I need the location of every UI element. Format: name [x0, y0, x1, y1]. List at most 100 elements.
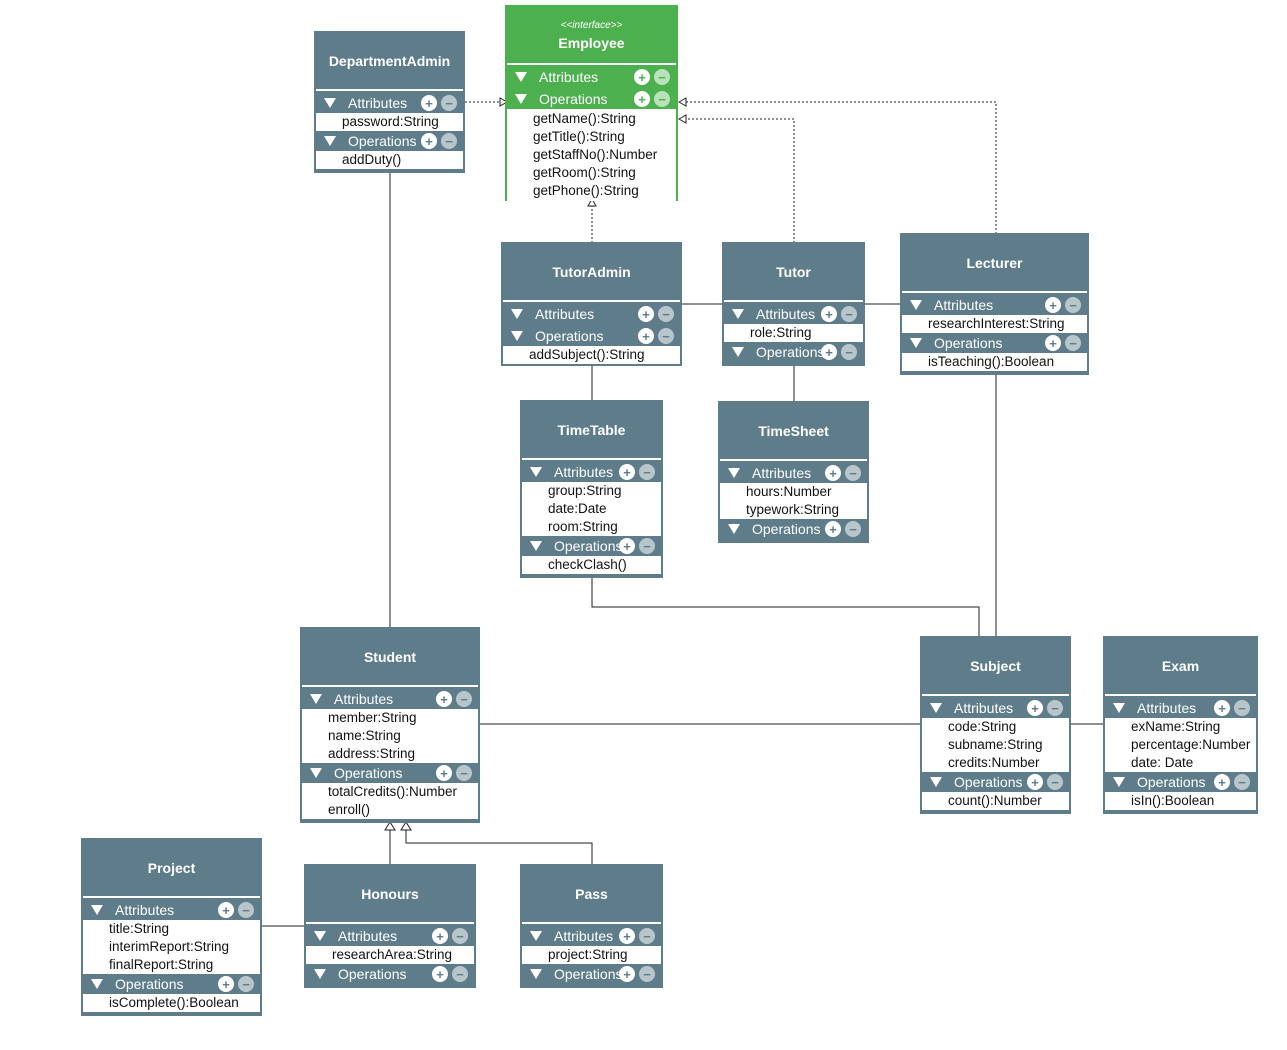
- collapse-toggle-icon[interactable]: [530, 467, 542, 477]
- class-timetable[interactable]: TimeTable Attributes +− group:String dat…: [520, 400, 663, 578]
- remove-operation-icon[interactable]: −: [441, 133, 457, 149]
- add-attribute-icon[interactable]: +: [1214, 700, 1230, 716]
- collapse-toggle-icon[interactable]: [91, 905, 103, 915]
- operation-item[interactable]: isComplete():Boolean: [109, 995, 239, 1010]
- attribute-item[interactable]: name:String: [328, 728, 401, 743]
- add-attribute-icon[interactable]: +: [825, 465, 841, 481]
- attribute-item[interactable]: researchArea:String: [332, 947, 453, 962]
- operations-section[interactable]: Operations +−: [720, 519, 867, 539]
- remove-operation-icon[interactable]: −: [1065, 335, 1081, 351]
- class-departmentadmin[interactable]: DepartmentAdmin Attributes +− password:S…: [314, 31, 465, 173]
- remove-attribute-icon[interactable]: −: [639, 464, 655, 480]
- operation-item[interactable]: isIn():Boolean: [1131, 793, 1215, 808]
- attribute-item[interactable]: role:String: [750, 325, 812, 340]
- collapse-toggle-icon[interactable]: [530, 541, 542, 551]
- add-attribute-icon[interactable]: +: [436, 691, 452, 707]
- operations-section[interactable]: Operations +−: [922, 772, 1069, 792]
- class-lecturer[interactable]: Lecturer Attributes +− researchInterest:…: [900, 233, 1089, 375]
- remove-operation-icon[interactable]: −: [841, 344, 857, 360]
- add-operation-icon[interactable]: +: [1214, 774, 1230, 790]
- class-header[interactable]: Pass: [522, 866, 661, 924]
- collapse-toggle-icon[interactable]: [930, 777, 942, 787]
- attribute-item[interactable]: date:Date: [548, 501, 607, 516]
- collapse-toggle-icon[interactable]: [314, 969, 326, 979]
- attribute-item[interactable]: address:String: [328, 746, 416, 761]
- collapse-toggle-icon[interactable]: [728, 524, 740, 534]
- remove-operation-icon[interactable]: −: [639, 966, 655, 982]
- attributes-section[interactable]: Attributes +−: [83, 900, 260, 920]
- add-attribute-icon[interactable]: +: [432, 928, 448, 944]
- attributes-section[interactable]: Attributes +−: [1105, 698, 1256, 718]
- attribute-item[interactable]: finalReport:String: [109, 957, 214, 972]
- add-attribute-icon[interactable]: +: [634, 69, 650, 85]
- attributes-section[interactable]: Attributes +−: [902, 295, 1087, 315]
- add-attribute-icon[interactable]: +: [218, 902, 234, 918]
- class-student[interactable]: Student Attributes +− member:String name…: [300, 627, 480, 823]
- attributes-section[interactable]: Attributes +−: [720, 463, 867, 483]
- class-pass[interactable]: Pass Attributes +− project:String Operat…: [520, 864, 663, 988]
- collapse-toggle-icon[interactable]: [732, 309, 744, 319]
- class-exam[interactable]: Exam Attributes +− exName:String percent…: [1103, 636, 1258, 814]
- attributes-section[interactable]: Attributes +−: [316, 93, 463, 113]
- attribute-item[interactable]: group:String: [548, 483, 622, 498]
- attributes-section[interactable]: Attributes +−: [922, 698, 1069, 718]
- add-attribute-icon[interactable]: +: [619, 464, 635, 480]
- collapse-toggle-icon[interactable]: [530, 969, 542, 979]
- remove-operation-icon[interactable]: −: [1047, 774, 1063, 790]
- remove-attribute-icon[interactable]: −: [1047, 700, 1063, 716]
- collapse-toggle-icon[interactable]: [515, 94, 527, 104]
- class-header[interactable]: Subject: [922, 638, 1069, 696]
- attribute-item[interactable]: subname:String: [948, 737, 1043, 752]
- add-operation-icon[interactable]: +: [619, 966, 635, 982]
- class-header[interactable]: Student: [302, 629, 478, 687]
- attributes-section[interactable]: Attributes +−: [522, 462, 661, 482]
- operation-item[interactable]: enroll(): [328, 802, 371, 817]
- operation-item[interactable]: getName():String: [533, 111, 636, 126]
- remove-operation-icon[interactable]: −: [639, 538, 655, 554]
- collapse-toggle-icon[interactable]: [910, 338, 922, 348]
- add-attribute-icon[interactable]: +: [638, 306, 654, 322]
- class-header[interactable]: TutorAdmin: [503, 244, 680, 302]
- remove-operation-icon[interactable]: −: [654, 91, 670, 107]
- attribute-item[interactable]: researchInterest:String: [928, 316, 1065, 331]
- class-header[interactable]: TimeTable: [522, 402, 661, 460]
- collapse-toggle-icon[interactable]: [310, 768, 322, 778]
- remove-attribute-icon[interactable]: −: [456, 691, 472, 707]
- add-operation-icon[interactable]: +: [821, 344, 837, 360]
- class-header[interactable]: Exam: [1105, 638, 1256, 696]
- attributes-section[interactable]: Attributes +−: [302, 689, 478, 709]
- collapse-toggle-icon[interactable]: [530, 931, 542, 941]
- attributes-section[interactable]: Attributes +−: [507, 67, 676, 87]
- class-header[interactable]: DepartmentAdmin: [316, 33, 463, 91]
- attribute-item[interactable]: credits:Number: [948, 755, 1040, 770]
- operations-section[interactable]: Operations +−: [306, 964, 474, 984]
- collapse-toggle-icon[interactable]: [511, 331, 523, 341]
- remove-attribute-icon[interactable]: −: [452, 928, 468, 944]
- remove-attribute-icon[interactable]: −: [654, 69, 670, 85]
- remove-attribute-icon[interactable]: −: [845, 465, 861, 481]
- class-tutor[interactable]: Tutor Attributes +− role:String Operatio…: [722, 242, 865, 366]
- attribute-item[interactable]: room:String: [548, 519, 618, 534]
- add-operation-icon[interactable]: +: [1027, 774, 1043, 790]
- operations-section[interactable]: Operations +−: [724, 342, 863, 362]
- operation-item[interactable]: totalCredits():Number: [328, 784, 458, 799]
- add-attribute-icon[interactable]: +: [421, 95, 437, 111]
- remove-attribute-icon[interactable]: −: [1234, 700, 1250, 716]
- collapse-toggle-icon[interactable]: [515, 72, 527, 82]
- remove-attribute-icon[interactable]: −: [1065, 297, 1081, 313]
- add-operation-icon[interactable]: +: [432, 966, 448, 982]
- operations-section[interactable]: Operations +−: [83, 974, 260, 994]
- operation-item[interactable]: getRoom():String: [533, 165, 636, 180]
- add-attribute-icon[interactable]: +: [821, 306, 837, 322]
- class-header[interactable]: Tutor: [724, 244, 863, 302]
- attributes-section[interactable]: Attributes +−: [306, 926, 474, 946]
- remove-operation-icon[interactable]: −: [456, 765, 472, 781]
- collapse-toggle-icon[interactable]: [511, 309, 523, 319]
- class-header[interactable]: Honours: [306, 866, 474, 924]
- class-header[interactable]: Lecturer: [902, 235, 1087, 293]
- operations-section[interactable]: Operations +−: [302, 763, 478, 783]
- class-subject[interactable]: Subject Attributes +− code:String subnam…: [920, 636, 1071, 814]
- attribute-item[interactable]: date: Date: [1131, 755, 1194, 770]
- remove-operation-icon[interactable]: −: [658, 328, 674, 344]
- attributes-section[interactable]: Attributes +−: [724, 304, 863, 324]
